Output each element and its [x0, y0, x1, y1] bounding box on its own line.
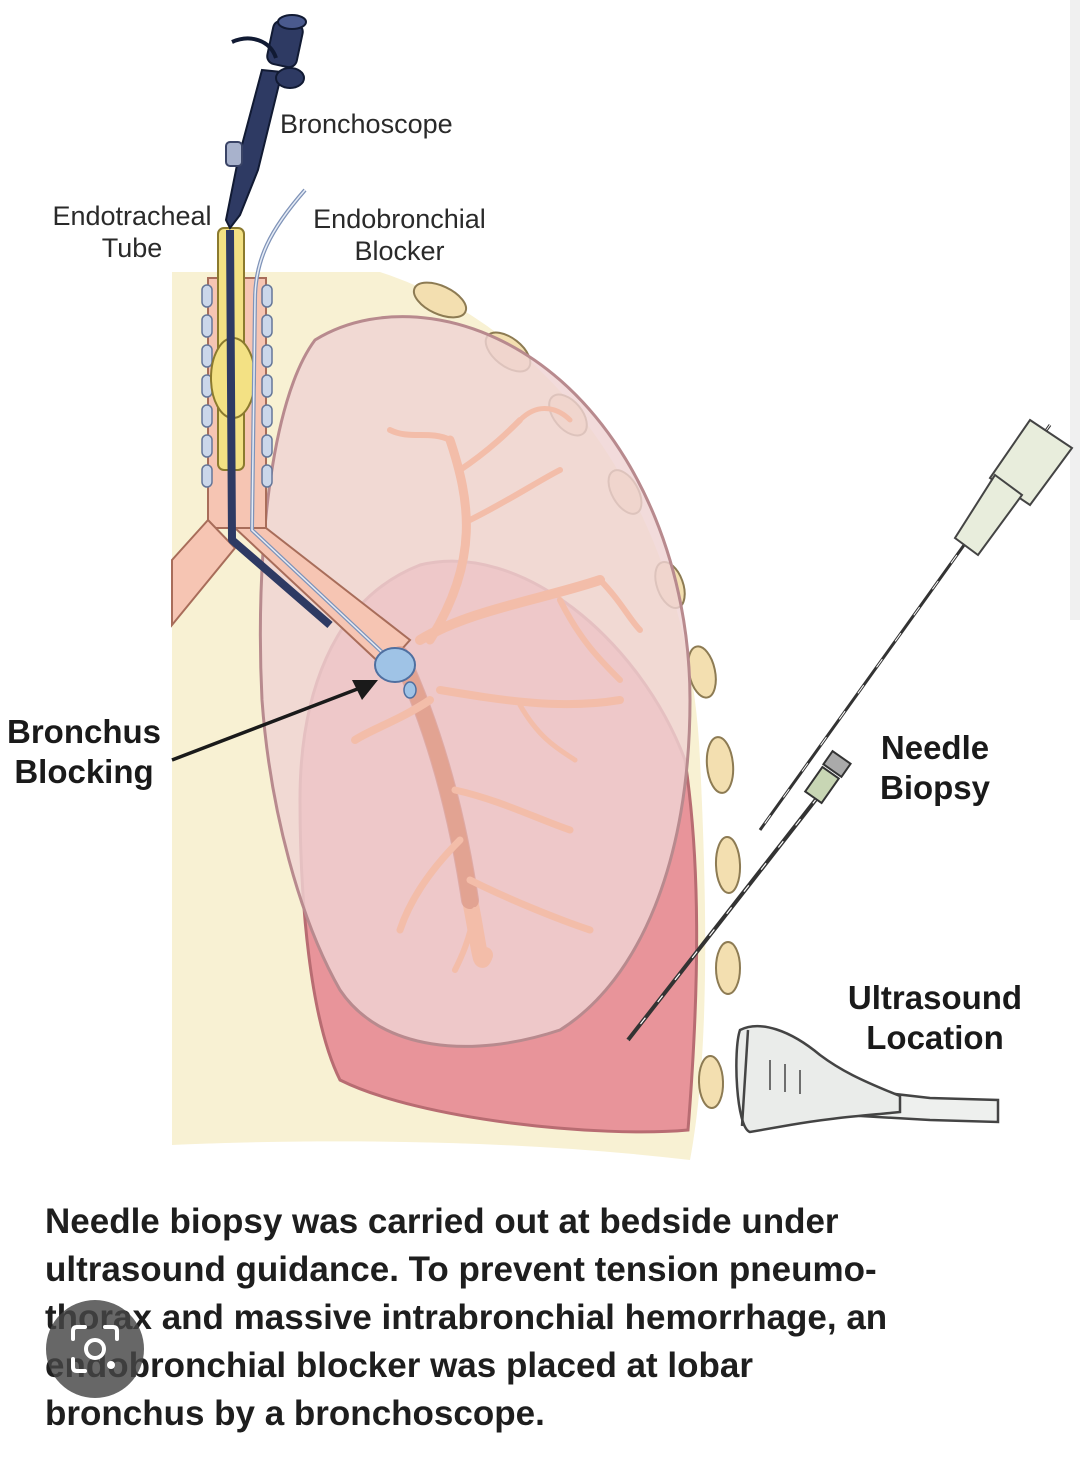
- bronchoscope-label-text: Bronchoscope: [280, 109, 453, 139]
- caption-line-1: Needle biopsy was carried out at bedside…: [45, 1202, 839, 1241]
- bronchus-blocking-arrow: [171, 680, 378, 762]
- bronchoscope-label: Bronchoscope: [280, 108, 453, 140]
- edge-strip: [1070, 0, 1080, 620]
- caption-line-3: thorax and massive intrabronchial hemorr…: [45, 1298, 888, 1337]
- bronchoscope-shaft: [226, 229, 333, 629]
- camera-lens-icon: [71, 1325, 119, 1373]
- bronchus-blocking-label-line2: Blocking: [14, 752, 154, 790]
- lens-button[interactable]: [46, 1300, 144, 1398]
- endotracheal-tube-label: Endotracheal Tube: [52, 200, 212, 265]
- caption-line-4: endobronchial blocker was placed at loba…: [45, 1346, 753, 1385]
- ultrasound-location-label-line2: Location: [866, 1018, 1004, 1056]
- blocker-balloon: [374, 647, 416, 683]
- endobronchial-blocker-label-line2: Blocker: [354, 236, 445, 267]
- endobronchial-blocker-label-line1: Endobronchial: [313, 204, 486, 234]
- caption-line-5: bronchus by a bronchoscope.: [45, 1394, 545, 1433]
- needle-biopsy-label: Needle Biopsy: [870, 728, 1000, 807]
- needle-biopsy-label-line2: Biopsy: [879, 768, 991, 806]
- bronchus-blocking-diagram: [171, 14, 1074, 1160]
- endobronchial-blocker-label: Endobronchial Blocker: [312, 203, 487, 268]
- ultrasound-location-label-line1: Ultrasound: [847, 979, 1023, 1016]
- biopsy-needle-short: [626, 749, 852, 1042]
- ultrasound-probe: [735, 1025, 1000, 1134]
- endotracheal-tube-label-line2: Tube: [101, 233, 163, 264]
- caption-line-2: ultrasound guidance. To prevent tension …: [45, 1250, 877, 1289]
- endotracheal-tube-label-line1: Endotracheal: [52, 201, 212, 231]
- bronchus-blocking-label: Bronchus Blocking: [0, 712, 168, 791]
- bronchoscope-handle: [224, 14, 307, 230]
- figure-caption: Needle biopsy was carried out at bedside…: [45, 1198, 1040, 1438]
- bronchial-tree: [351, 405, 643, 973]
- needle-biopsy-label-line1: Needle: [880, 729, 990, 766]
- upper-lobe: [258, 315, 692, 1048]
- bronchus-blocking-label-line1: Bronchus: [6, 713, 161, 750]
- biopsy-syringe: [953, 418, 1074, 557]
- ultrasound-location-label: Ultrasound Location: [830, 978, 1040, 1057]
